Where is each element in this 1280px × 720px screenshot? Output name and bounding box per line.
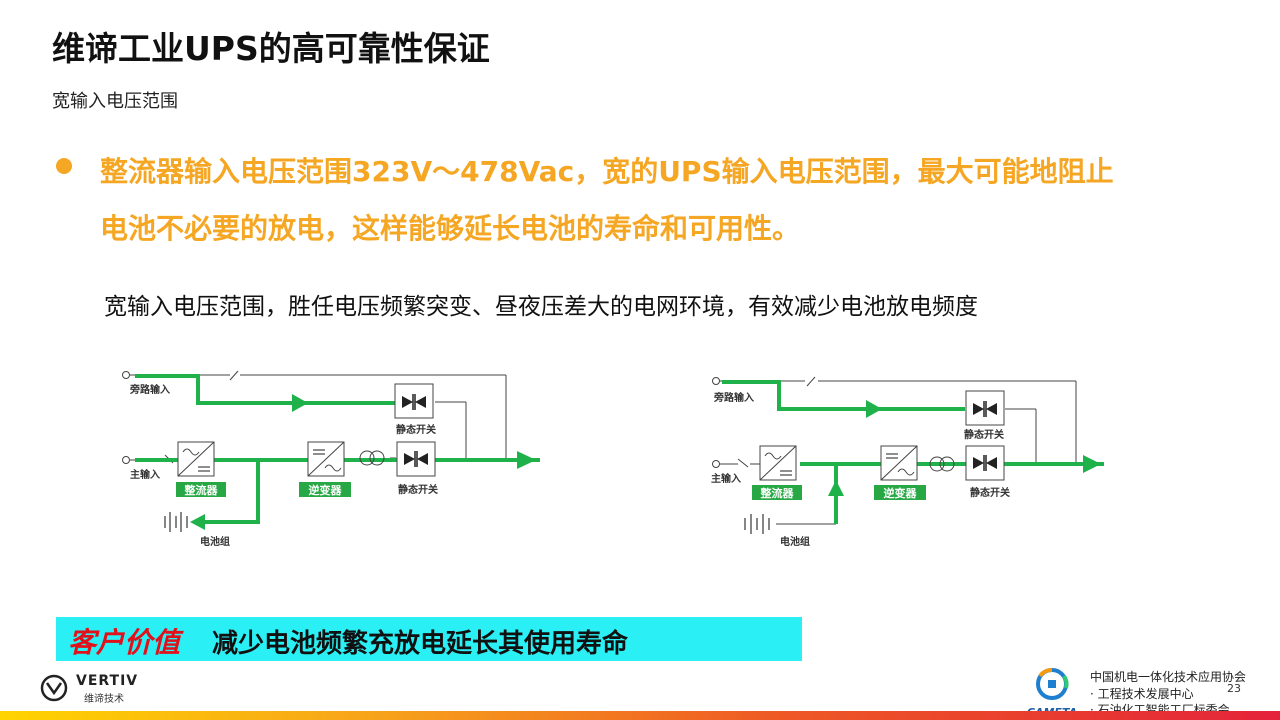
inverter-label-bg (299, 482, 351, 497)
bottom-color-strip (0, 711, 1280, 720)
rectifier-symbol (177, 441, 215, 477)
static-switch-bottom-symbol-right (965, 445, 1005, 481)
static-switch-top-symbol-right (965, 390, 1005, 426)
org-name-line2: · 工程技术发展中心 (1090, 687, 1194, 701)
description-text: 宽输入电压范围，胜任电压频繁突变、昼夜压差大的电网环境，有效减少电池放电频度 (104, 294, 978, 320)
main-terminal (122, 456, 130, 464)
main-terminal-right (712, 460, 720, 468)
static-switch-bottom-label: 静态开关 (398, 483, 438, 496)
bypass-input-label: 旁路输入 (129, 383, 170, 396)
customer-value-tag: 客户价值 (68, 626, 181, 659)
bypass-terminal (122, 371, 130, 379)
battery-symbol (164, 512, 188, 532)
bullet-dot (56, 158, 72, 174)
bypass-terminal-right (712, 377, 720, 385)
bullet-text-line1: 整流器输入电压范围323V～478Vac，宽的UPS输入电压范围，最大可能地阻止 (100, 155, 1114, 188)
inverter-label: 逆变器 (309, 483, 343, 497)
main-input-label: 主输入 (130, 468, 160, 481)
vertiv-logo-icon (40, 674, 68, 702)
vertiv-brand-cn: 维谛技术 (84, 694, 124, 705)
page-title: 维谛工业UPS的高可靠性保证 (52, 29, 490, 68)
customer-value-text: 减少电池频繁充放电延长其使用寿命 (212, 629, 629, 659)
main-input-label-right: 主输入 (711, 472, 741, 485)
bypass-input-label-right: 旁路输入 (713, 391, 754, 404)
cameta-logo-icon: CAMETA (1027, 668, 1077, 718)
transformer-symbol (359, 450, 375, 466)
static-switch-top-label: 静态开关 (396, 423, 436, 436)
battery-symbol-right (744, 514, 770, 534)
rectifier-symbol-right (759, 445, 797, 481)
transformer-symbol-right (929, 456, 945, 472)
battery-label-right: 电池组 (780, 535, 810, 548)
inverter-label-bg-right (874, 485, 926, 500)
page-subtitle: 宽输入电压范围 (52, 91, 178, 112)
inverter-symbol (307, 441, 345, 477)
vertiv-brand: VERTIV (76, 673, 139, 689)
inverter-symbol-right (880, 445, 918, 481)
customer-value-bar (56, 617, 802, 661)
org-name-line1: 中国机电一体化技术应用协会 (1090, 670, 1247, 684)
inverter-label-right: 逆变器 (884, 486, 918, 500)
rectifier-label: 整流器 (184, 483, 219, 497)
static-switch-top-label-right: 静态开关 (964, 428, 1004, 441)
static-switch-bottom-label-right: 静态开关 (970, 486, 1010, 499)
static-switch-top-symbol (394, 383, 434, 419)
rectifier-label-bg (176, 482, 226, 497)
bullet-text-line2: 电池不必要的放电，这样能够延长电池的寿命和可用性。 (100, 212, 801, 245)
rectifier-label-right: 整流器 (760, 486, 795, 500)
static-switch-bottom-symbol (396, 441, 436, 477)
rectifier-label-bg-right (752, 485, 802, 500)
page-number: 23 (1227, 682, 1241, 695)
battery-label: 电池组 (200, 535, 230, 548)
